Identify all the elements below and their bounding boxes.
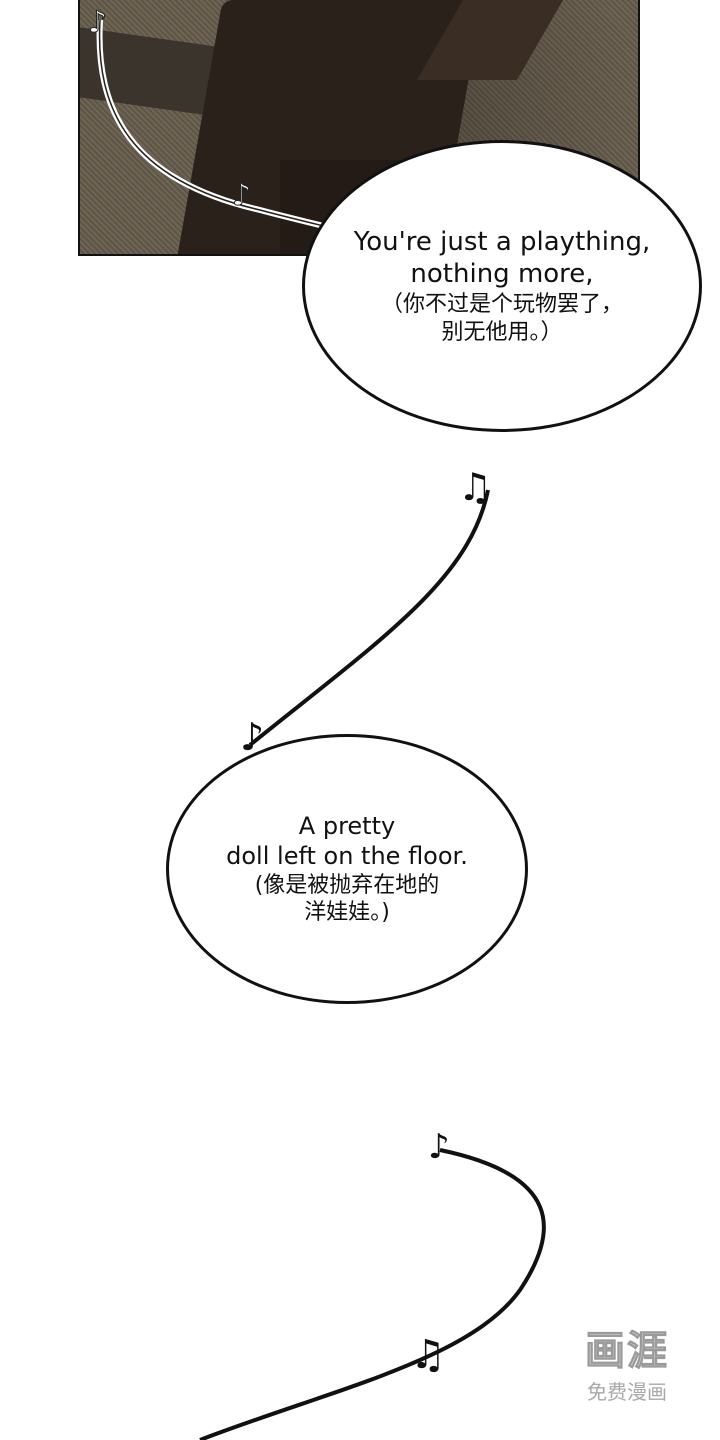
speech-bubble-top: You're just a plaything, nothing more, （… bbox=[302, 140, 702, 432]
dialogue-line-chinese: (像是被抛弃在地的 bbox=[254, 872, 440, 898]
dialogue-line: nothing more, bbox=[410, 259, 594, 290]
bottom-ribbon bbox=[199, 1148, 546, 1440]
dialogue-line: You're just a plaything, bbox=[353, 226, 651, 257]
speech-bubble-text: You're just a plaything, nothing more, （… bbox=[354, 226, 650, 347]
dialogue-line-chinese: （你不过是个玩物罢了， bbox=[380, 292, 623, 318]
speech-bubble-text: A pretty doll left on the floor. (像是被抛弃在… bbox=[226, 811, 468, 927]
music-note-icon: ♫ bbox=[458, 465, 492, 509]
watermark: 画涯 免费漫画 bbox=[566, 1318, 688, 1405]
dialogue-line-chinese: 别无他用。） bbox=[441, 319, 563, 345]
dialogue-line: A pretty bbox=[298, 812, 396, 841]
music-note-icon: ♫ bbox=[410, 1332, 446, 1378]
music-note-icon: ♪ bbox=[428, 1127, 450, 1167]
watermark-logo: 画涯 bbox=[585, 1328, 669, 1375]
watermark-subtitle: 免费漫画 bbox=[587, 1380, 667, 1404]
middle-ribbon bbox=[248, 489, 490, 747]
dialogue-line-chinese: 洋娃娃。) bbox=[304, 900, 390, 926]
speech-bubble-middle: A pretty doll left on the floor. (像是被抛弃在… bbox=[166, 734, 528, 1004]
dialogue-line: doll left on the floor. bbox=[226, 842, 468, 871]
